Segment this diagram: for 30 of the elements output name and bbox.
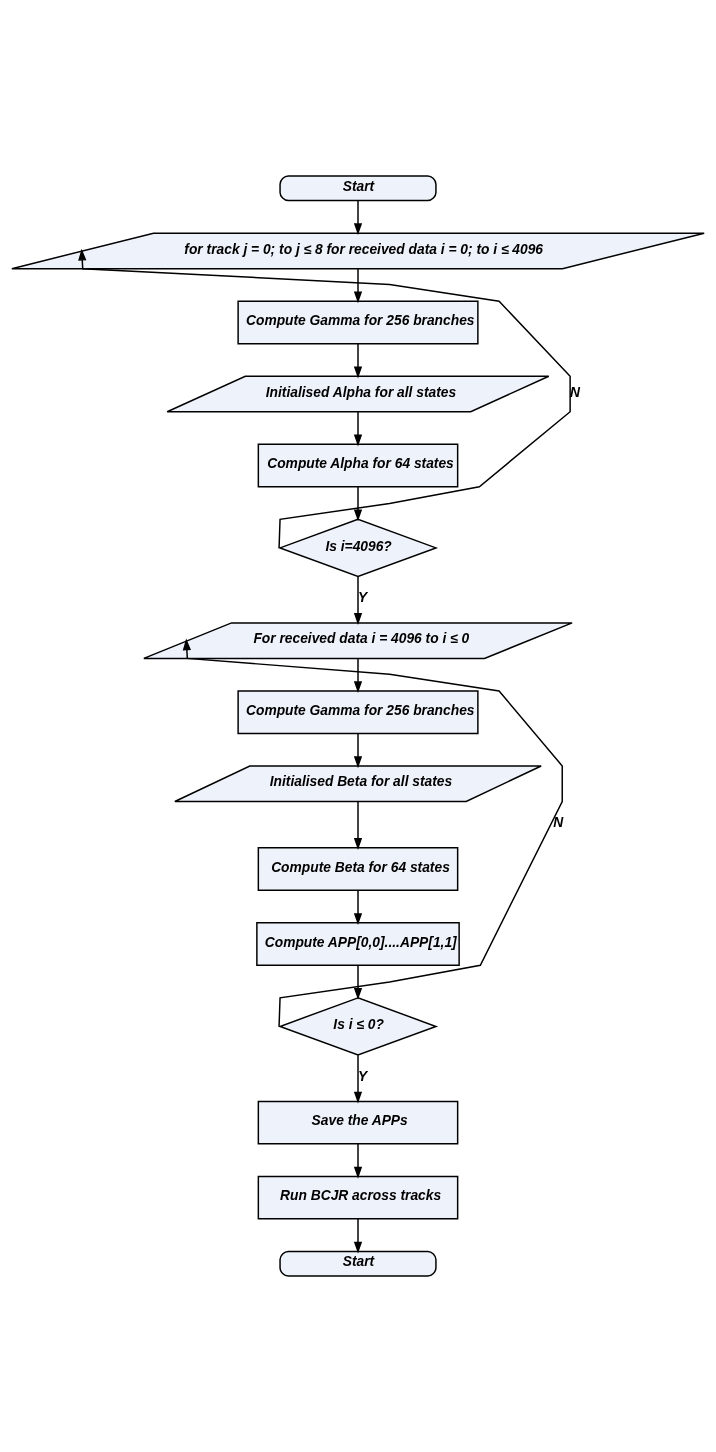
arrow	[353, 889, 363, 926]
node-box: Compute Gamma for 256 branches	[237, 300, 479, 345]
arrow	[353, 964, 363, 1000]
arrow	[353, 575, 363, 625]
arrow	[353, 1054, 363, 1104]
arrow	[353, 486, 363, 522]
node-box: Compute APP[0,0]....APP[1,1]	[256, 922, 460, 966]
node-box: Start	[279, 1250, 437, 1277]
node-box: Compute Alpha for 64 states	[257, 443, 459, 488]
arrow	[78, 248, 571, 549]
node-box: Compute Gamma for 256 branches	[237, 690, 479, 735]
arrow	[353, 343, 363, 379]
arrow	[353, 657, 363, 694]
node-diamond: Is i ≤ 0?	[277, 997, 439, 1056]
node-box: Run BCJR across tracks	[257, 1175, 459, 1220]
arrow	[353, 732, 363, 769]
node-box: Compute Beta for 64 states	[257, 847, 459, 891]
edge-label: Y	[358, 589, 368, 606]
arrow	[353, 411, 363, 447]
arrow	[353, 800, 363, 850]
arrow	[353, 1143, 363, 1179]
arrow	[353, 268, 363, 304]
edge-label: Y	[358, 1067, 368, 1084]
node-diamond: Is i=4096?	[277, 518, 439, 578]
node-box: Start	[279, 175, 437, 202]
node-box: Save the APPs	[257, 1100, 459, 1145]
arrow	[353, 199, 363, 236]
arrow	[182, 638, 563, 1028]
arrow	[353, 1218, 363, 1254]
edge-label: N	[553, 814, 564, 831]
